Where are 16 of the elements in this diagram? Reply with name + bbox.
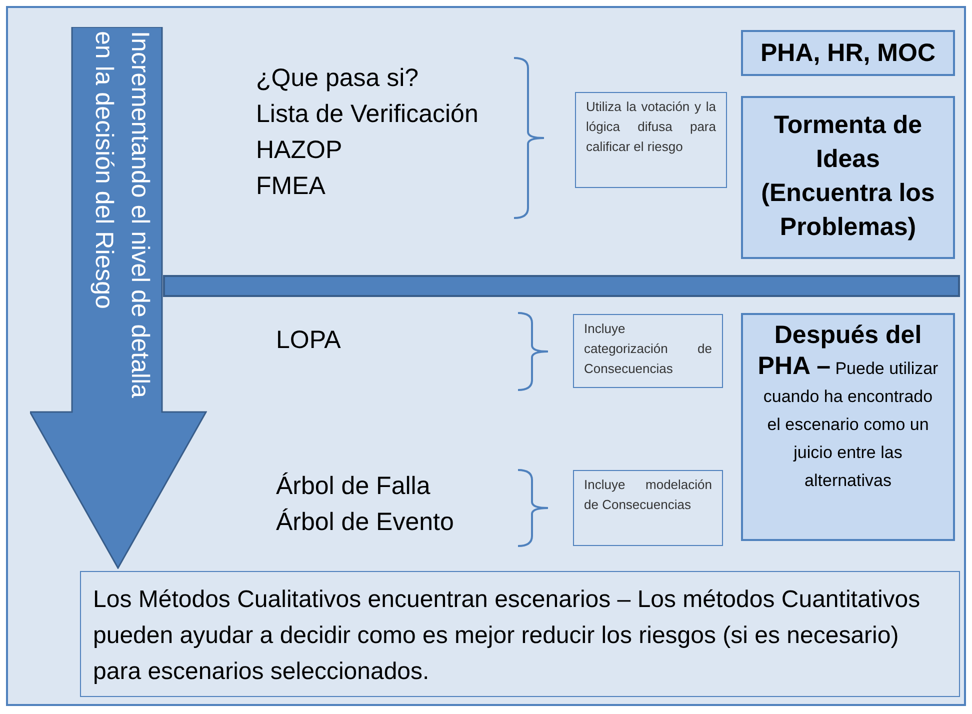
method-name: Árbol de Evento bbox=[276, 507, 454, 538]
divider-bar bbox=[163, 275, 960, 297]
heading-box: PHA, HR, MOC bbox=[741, 30, 955, 76]
method-name: Lista de Verificación bbox=[256, 99, 478, 130]
method-name: HAZOP bbox=[256, 135, 342, 166]
note-box: Incluye modelación de Consecuencias bbox=[573, 470, 723, 546]
method-name: LOPA bbox=[276, 325, 341, 356]
note-box: Incluye categorización de Consecuencias bbox=[573, 314, 723, 388]
note-box: Utiliza la votación y la lógica difusa para calificar el riesgo bbox=[575, 92, 727, 188]
description-box: Después del PHA – Puede utilizar cuando ha encontrado el escenario como un juicio entre las alternativas bbox=[741, 313, 955, 541]
method-name: Árbol de Falla bbox=[276, 471, 430, 502]
summary-box: Los Métodos Cualitativos encuentran escenarios – Los métodos Cuantitativos pueden ayudar a decidir como es mejor reducir los riesgos (si es necesario) para escenarios seleccionados. bbox=[80, 571, 960, 697]
arrow-label: Incrementando el nivel de detalla en la decisión del Riesgo bbox=[89, 31, 155, 400]
method-name: FMEA bbox=[256, 171, 326, 202]
heading-box: Tormenta de Ideas (Encuentra los Problemas) bbox=[741, 96, 955, 259]
method-name: ¿Que pasa si? bbox=[256, 63, 419, 94]
